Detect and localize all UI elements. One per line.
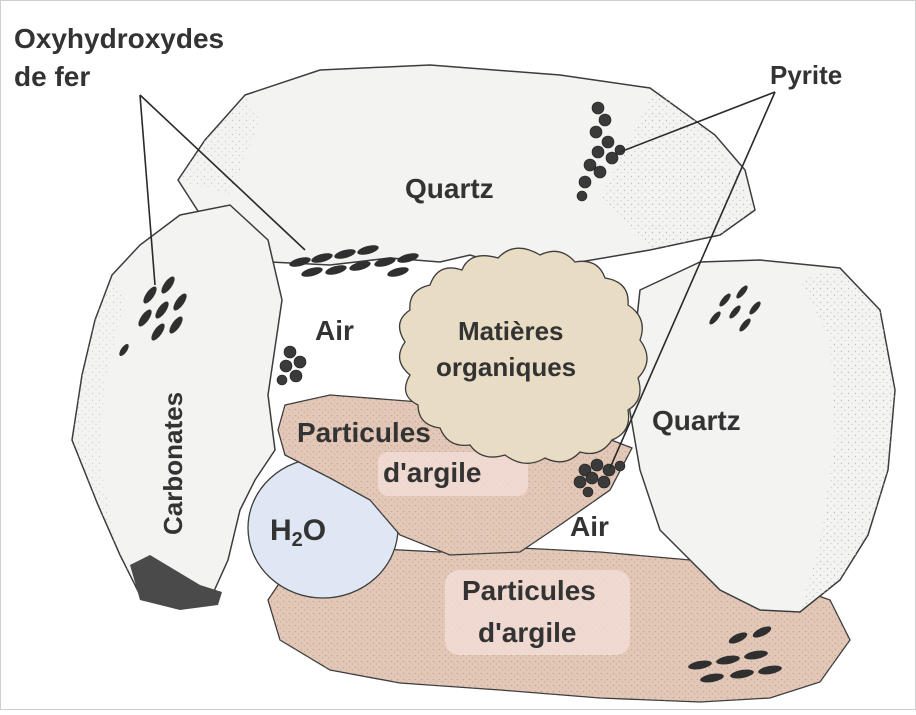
label-particules-lower: Particules [462, 575, 596, 606]
label-carbonates: Carbonates [158, 392, 188, 535]
label-matieres: Matières [458, 316, 564, 346]
label-pyrite: Pyrite [770, 60, 842, 90]
h2o-o: O [303, 514, 326, 547]
label-air-left: Air [315, 315, 354, 346]
label-air-bottom: Air [570, 511, 609, 542]
label-oxyhydroxydes-line2: de fer [14, 61, 90, 92]
h2o-h: H [270, 514, 292, 547]
label-organiques: organiques [436, 352, 576, 382]
label-oxyhydroxydes-line1: Oxyhydroxydes [14, 23, 224, 54]
label-quartz-top: Quartz [405, 173, 494, 204]
label-particules-upper: Particules [297, 417, 431, 448]
label-dargile-lower: d'argile [478, 617, 576, 648]
h2o-subscript: 2 [292, 529, 303, 551]
label-quartz-right: Quartz [652, 405, 741, 436]
label-dargile-upper: d'argile [383, 457, 481, 488]
